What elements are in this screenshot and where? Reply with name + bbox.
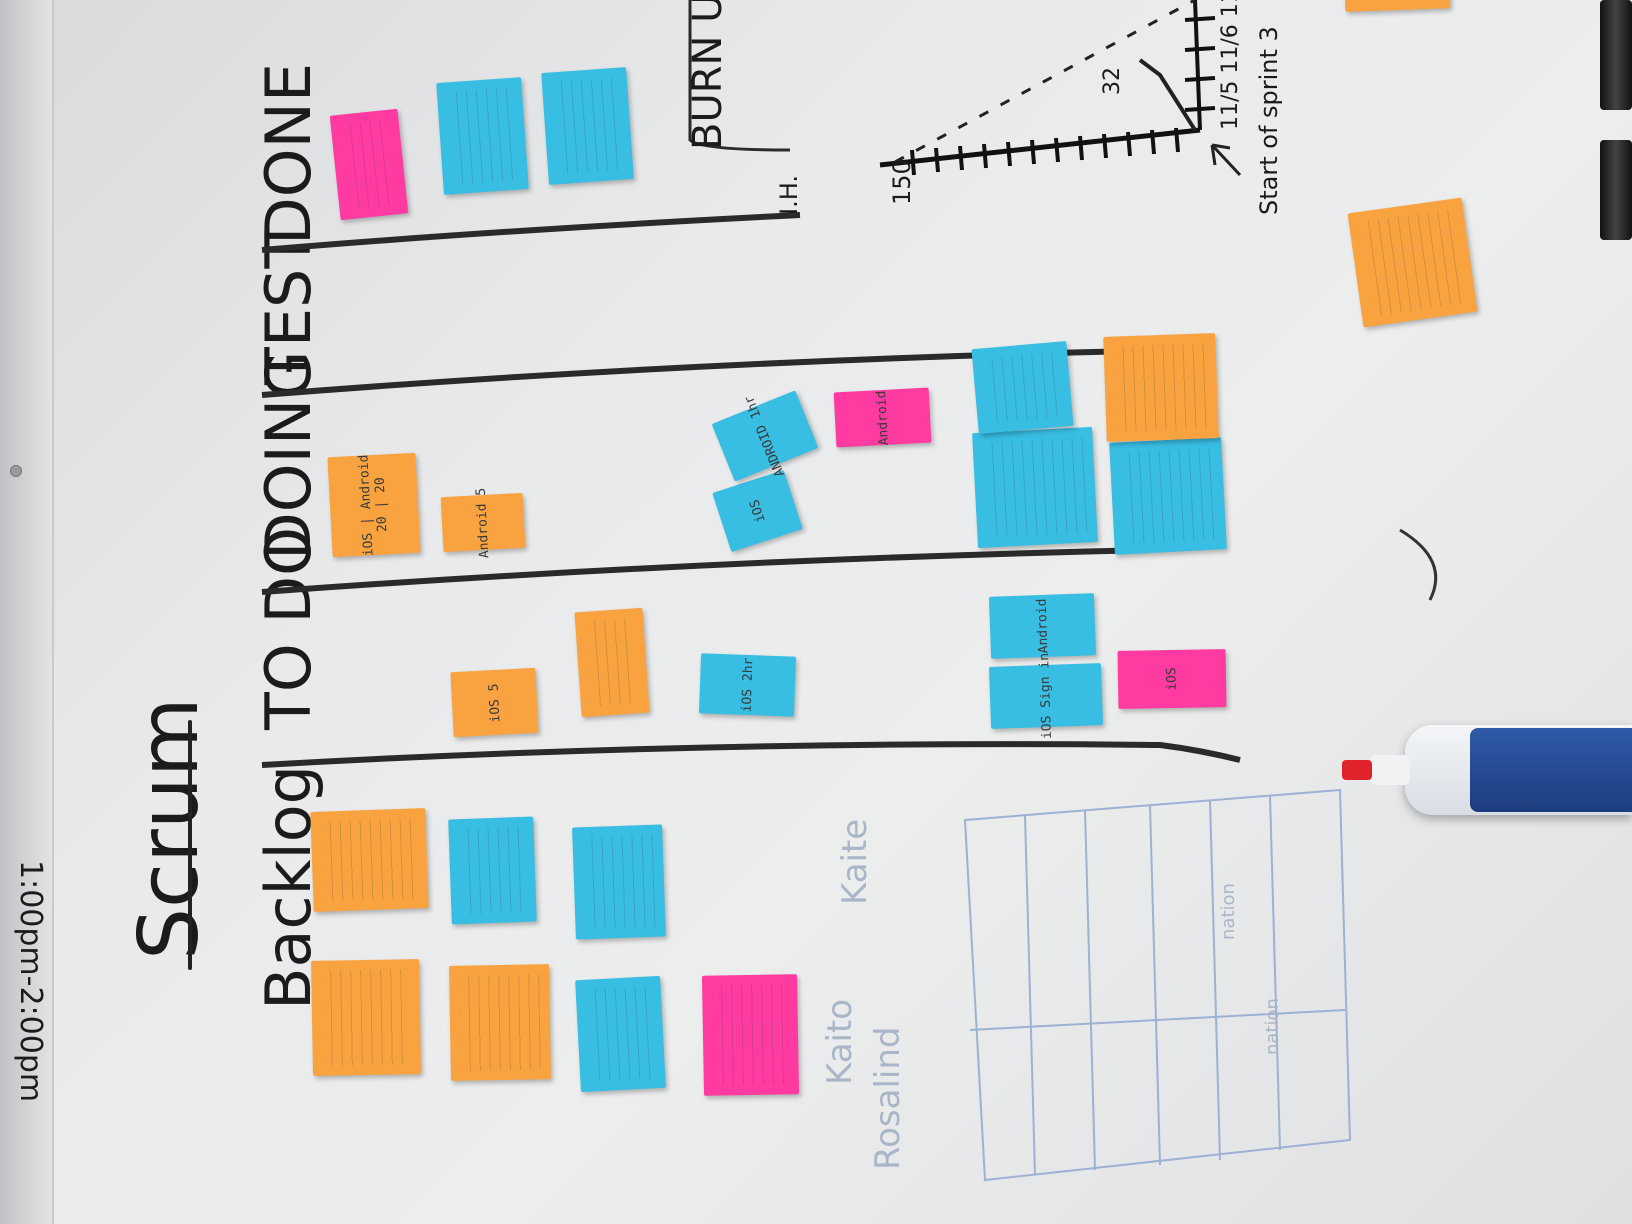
burnup-dashed-target: [894, 0, 1196, 164]
faded-name: Rosalind: [868, 1026, 908, 1170]
sticky-note-backlog[interactable]: [575, 975, 666, 1093]
note-platform: iOS: [1164, 667, 1180, 691]
sticky-note-done[interactable]: [1347, 197, 1478, 328]
sticky-note-doing[interactable]: [971, 341, 1074, 434]
sticky-note-doing[interactable]: Android 5: [440, 487, 526, 558]
sticky-note-todo[interactable]: iOS Sign in: [988, 653, 1104, 739]
burnup-start-label: Start of sprint 3: [1255, 26, 1283, 215]
faded-grid-label: nation: [1218, 883, 1239, 940]
note-task: Sign in: [1037, 652, 1054, 708]
note-platform: iOS: [739, 688, 755, 713]
sticky-note-doing[interactable]: [1109, 437, 1227, 555]
note-platform: iOS: [746, 497, 769, 525]
whiteboard-frame: [0, 0, 54, 1224]
sticky-note-todo[interactable]: iOS 2hr: [698, 653, 797, 717]
sticky-note-backlog[interactable]: [310, 808, 429, 912]
burnup-current-value: 32: [1100, 67, 1125, 95]
sticky-note-todo[interactable]: iOS 5: [450, 667, 539, 738]
glue-bottle-cap: [1342, 760, 1372, 780]
sticky-note-backlog[interactable]: [449, 964, 551, 1081]
divider-backlog-todo: [261, 741, 1241, 768]
note-platform: iOS: [486, 698, 504, 723]
sticky-note-done[interactable]: [541, 67, 634, 185]
note-points: 20 | 20: [372, 476, 391, 533]
sticky-note-done[interactable]: [329, 108, 409, 221]
faded-grid: [963, 788, 1352, 1182]
title-underline: [188, 720, 192, 970]
start-arrow: [1210, 143, 1242, 177]
burnup-actual-line: [1138, 58, 1197, 132]
marker-pen: [1600, 140, 1632, 240]
sticky-note-backlog[interactable]: [572, 824, 666, 940]
glue-bottle-label: [1470, 728, 1632, 812]
sticky-note-todo[interactable]: iOS: [1117, 649, 1227, 709]
burnup-initials: I.H.: [775, 175, 803, 215]
sticky-note-done[interactable]: [436, 77, 529, 195]
sticky-note-doing[interactable]: [972, 426, 1098, 549]
sticky-note-doing[interactable]: Android: [833, 387, 932, 448]
faded-grid-label: nation: [1262, 998, 1283, 1055]
stray-mark: [1399, 528, 1438, 601]
note-platform: ANDROID: [753, 422, 789, 479]
note-platform: iOS: [1039, 715, 1055, 740]
note-estimate: 2hr: [740, 657, 756, 682]
faded-name: Kaito: [820, 998, 860, 1085]
screw: [10, 465, 22, 477]
burnup-title: BURN UP: [685, 0, 731, 150]
divider-todo-doing: [261, 547, 1151, 595]
sticky-note-backlog[interactable]: [311, 959, 421, 1076]
burnup-date-labels: 11/5 11/6 11/10 11/12: [1218, 0, 1243, 130]
faded-name: Kaite: [835, 818, 875, 905]
glue-bottle-neck: [1370, 755, 1410, 785]
sticky-note-doing[interactable]: [1103, 333, 1219, 442]
note-platform: Android: [1034, 598, 1051, 654]
marker-pen: [1600, 0, 1632, 110]
sticky-note-backlog[interactable]: [448, 816, 537, 925]
burnup-axis-max: 150: [888, 159, 916, 205]
note-platform: Android: [474, 502, 493, 559]
sticky-note-todo[interactable]: Android: [988, 593, 1097, 659]
burnup-ticks: [910, 16, 1216, 176]
note-platform: Android: [873, 389, 892, 446]
note-points: 5: [473, 486, 490, 496]
divider-test-done: [261, 212, 801, 253]
divider-burnup: [688, 0, 791, 152]
burnup-y-axis: [879, 127, 1201, 168]
sticky-note-todo[interactable]: [574, 607, 650, 718]
sticky-note-backlog[interactable]: [701, 974, 800, 1096]
note-points: 5: [485, 682, 502, 692]
